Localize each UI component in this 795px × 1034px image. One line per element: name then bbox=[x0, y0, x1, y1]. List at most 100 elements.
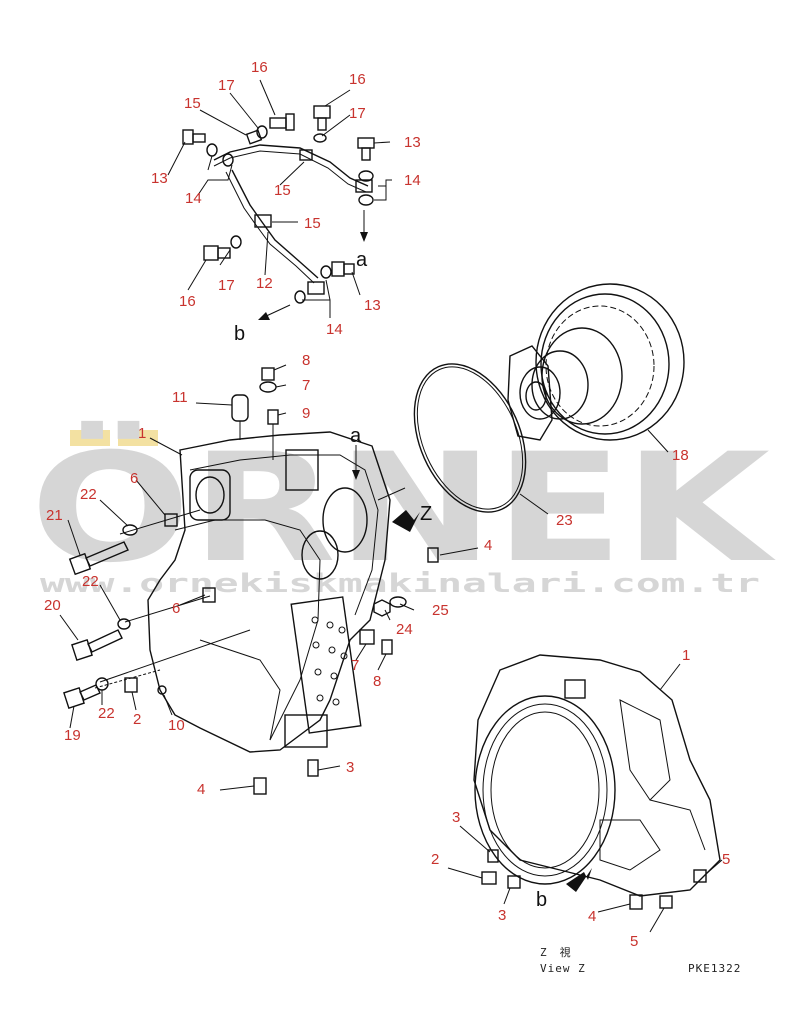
callout-15: 15 bbox=[274, 182, 291, 199]
washer-17a bbox=[256, 125, 268, 139]
callout-14: 14 bbox=[326, 321, 343, 338]
callout-15: 15 bbox=[184, 95, 201, 112]
washer-14f bbox=[320, 265, 332, 279]
arrow-b1-head bbox=[258, 312, 270, 320]
callout-16: 16 bbox=[251, 59, 268, 76]
callout-22: 22 bbox=[98, 705, 115, 722]
callout-4: 4 bbox=[484, 537, 492, 554]
callout-13: 13 bbox=[151, 170, 168, 187]
bolt-20 bbox=[71, 629, 123, 661]
bolt-13c bbox=[331, 261, 355, 277]
callout-9: 9 bbox=[302, 405, 310, 422]
washer-14d bbox=[358, 194, 374, 206]
bolt-21 bbox=[68, 541, 129, 576]
ref-letter-a: a bbox=[356, 249, 368, 271]
callout-3: 3 bbox=[346, 759, 354, 776]
pipe-lower bbox=[231, 169, 319, 279]
valve-body-holes bbox=[311, 616, 348, 706]
washer-25 bbox=[389, 596, 407, 608]
bolt-13b bbox=[357, 137, 375, 161]
arrow-a1-head bbox=[360, 232, 368, 242]
watermark-url: www.ornekiskmakinalari.com.tr bbox=[40, 569, 760, 599]
washer-14e bbox=[294, 290, 306, 304]
plug-8a bbox=[261, 367, 275, 381]
washer-14b bbox=[222, 153, 234, 167]
callout-24: 24 bbox=[396, 621, 413, 638]
view-z-label-en: View Z bbox=[540, 962, 586, 975]
housing-bore-right bbox=[322, 487, 368, 553]
callout-13: 13 bbox=[404, 134, 421, 151]
plug-4b bbox=[427, 547, 439, 563]
o-ring-23 bbox=[413, 363, 527, 513]
callout-4: 4 bbox=[197, 781, 205, 798]
breather-11 bbox=[231, 394, 249, 422]
callout-12: 12 bbox=[256, 275, 273, 292]
watermark-accent-right bbox=[118, 430, 158, 446]
pipe-upper bbox=[213, 144, 369, 187]
callout-16: 16 bbox=[349, 71, 366, 88]
view-z-boss-top bbox=[564, 679, 586, 699]
callout-11: 11 bbox=[172, 389, 188, 406]
plug-2a bbox=[124, 677, 138, 693]
view-z-arrow bbox=[392, 510, 420, 532]
callout-8: 8 bbox=[373, 673, 381, 690]
callout-22: 22 bbox=[80, 486, 97, 503]
housing-outline bbox=[147, 431, 391, 753]
pipe-assembly bbox=[167, 79, 392, 320]
ref-letter-z: Z bbox=[420, 503, 432, 525]
drawing-code: PKE1322 bbox=[688, 962, 741, 975]
callout-14: 14 bbox=[404, 172, 421, 189]
housing-panel bbox=[199, 639, 281, 741]
bolt-19 bbox=[63, 684, 101, 709]
callout-1: 1 bbox=[682, 647, 690, 664]
callout-2: 2 bbox=[431, 851, 439, 868]
view-z-bell bbox=[474, 695, 616, 885]
callout-17: 17 bbox=[218, 77, 235, 94]
bolt-16c bbox=[203, 245, 231, 261]
callout-4: 4 bbox=[588, 908, 596, 925]
callout-25: 25 bbox=[432, 602, 449, 619]
torque-converter-18 bbox=[507, 283, 685, 453]
view-z-label-jp: Z 視 bbox=[540, 945, 572, 959]
nut-24 bbox=[373, 599, 391, 617]
housing-boss-center bbox=[285, 449, 319, 491]
valve-body bbox=[290, 596, 362, 734]
callout-13: 13 bbox=[364, 297, 381, 314]
ref-letter-b: b bbox=[536, 889, 547, 911]
callout-10: 10 bbox=[168, 717, 185, 734]
washer-17c bbox=[230, 235, 242, 249]
housing-bore-lower bbox=[301, 530, 339, 580]
plug-3a bbox=[307, 759, 319, 777]
watermark-brand: ÖRNEK bbox=[30, 420, 776, 596]
callout-14: 14 bbox=[185, 190, 202, 207]
bolt-16a bbox=[269, 113, 295, 131]
clamp-15a bbox=[245, 129, 263, 145]
callout-6: 6 bbox=[130, 470, 138, 487]
bolt-13a bbox=[182, 129, 206, 145]
clamp-15c bbox=[254, 214, 272, 228]
callout-3: 3 bbox=[452, 809, 460, 826]
callout-5: 5 bbox=[630, 933, 638, 950]
fitting-7b bbox=[359, 629, 375, 645]
notes: Z 視 View Z PKE1322 bbox=[540, 945, 741, 975]
ref-letter-b: b bbox=[234, 323, 245, 345]
watermark: ÖRNEK www.ornekiskmakinalari.com.tr bbox=[30, 420, 776, 599]
housing-bore-left bbox=[195, 476, 225, 514]
housing-boss-left bbox=[189, 469, 231, 521]
clamp-15b bbox=[299, 149, 313, 161]
view-z-outline bbox=[473, 654, 721, 897]
callout-2: 2 bbox=[133, 711, 141, 728]
transmission-housing bbox=[59, 364, 479, 795]
valve-plate bbox=[284, 714, 328, 748]
pipe-lower-inner bbox=[225, 171, 315, 284]
callout-18: 18 bbox=[672, 447, 689, 464]
plug-6b bbox=[202, 587, 216, 603]
callout-17: 17 bbox=[218, 277, 235, 294]
view-z-housing bbox=[447, 654, 723, 933]
fitting-upper bbox=[355, 179, 373, 193]
plug-8b bbox=[381, 639, 393, 655]
reference-letters: a b a Z b bbox=[234, 249, 547, 911]
watermark-accent-left bbox=[70, 430, 110, 446]
bolt-16b bbox=[313, 105, 331, 131]
